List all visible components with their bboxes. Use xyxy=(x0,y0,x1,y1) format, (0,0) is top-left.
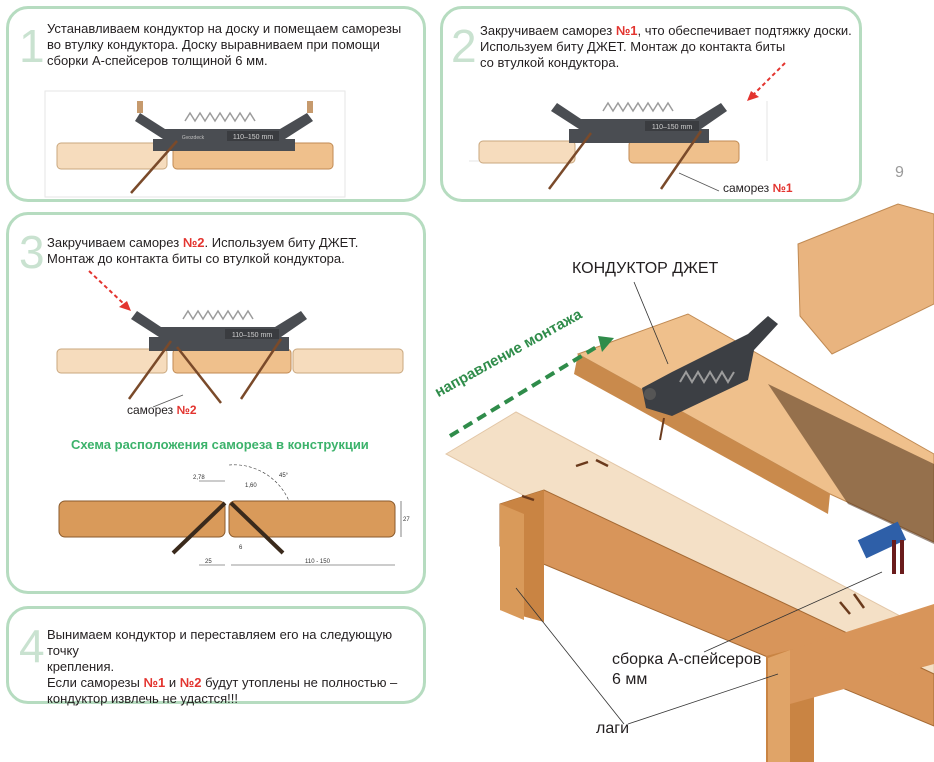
step-1-jig-brand: Gvozdeck xyxy=(182,135,205,141)
step-3-jig-label: 110–150 mm xyxy=(232,332,273,339)
dim-d1: 2,78 xyxy=(193,475,205,481)
step-1-line-2: во втулку кондуктора. Доску выравниваем … xyxy=(47,37,380,52)
step-1-jig-label: 110–150 mm xyxy=(233,134,274,141)
step-1-card: 1 Устанавливаем кондуктор на доску и пом… xyxy=(6,6,426,202)
step-1-line-3: сборки А-спейсеров толщиной 6 мм. xyxy=(47,53,268,68)
step-2-jig-illustration: 110–150 mm xyxy=(469,62,786,192)
step-3-jig-illustration: 110–150 mm xyxy=(56,270,404,408)
step-3-line-2: Монтаж до контакта биты со втулкой конду… xyxy=(47,251,345,266)
step-1-jig-illustration: 110–150 mm Gvozdeck xyxy=(44,90,346,198)
dim-d4: 25 xyxy=(205,559,212,565)
step-2-jig-label: 110–150 mm xyxy=(652,124,693,131)
dim-d5: 110 - 150 xyxy=(305,559,331,565)
joist-label: лаги xyxy=(596,720,630,737)
step-3-screw-label: саморез №2 xyxy=(127,403,197,417)
step-4-line-3: Если саморезы №1 и №2 будут утоплены не … xyxy=(47,675,398,690)
dim-d6: 27 xyxy=(403,517,410,523)
step-2-number: 2 xyxy=(451,20,477,72)
step-3-card: 3 Закручиваем саморез №2. Используем бит… xyxy=(6,212,426,594)
step-1-text: Устанавливаем кондуктор на доску и помещ… xyxy=(47,21,401,69)
installation-illustration xyxy=(444,203,934,762)
dim-angle: 45° xyxy=(279,473,289,479)
step-4-line-4: кондуктор извлечь не удастся!!! xyxy=(47,691,239,706)
dim-d3: 6 xyxy=(239,545,243,551)
step-3-line-1: Закручиваем саморез №2. Используем биту … xyxy=(47,235,359,250)
page-number: 9 xyxy=(895,164,904,181)
step-2-text: Закручиваем саморез №1, что обеспечивает… xyxy=(480,23,852,71)
step-2-card: 2 Закручиваем саморез №1, что обеспечива… xyxy=(440,6,862,202)
step-4-line-2: крепления. xyxy=(47,659,115,674)
spacer-label-line-2: 6 мм xyxy=(612,671,648,688)
step-4-number: 4 xyxy=(19,620,45,672)
step-4-text: Вынимаем кондуктор и переставляем его на… xyxy=(47,627,423,707)
step-2-line-2: Используем биту ДЖЕТ. Монтаж до контакта… xyxy=(480,39,786,54)
dim-d2: 1,60 xyxy=(245,483,257,489)
spacer-label-line-1: сборка А-спейсеров xyxy=(612,651,762,668)
spacer-label: сборка А-спейсеров 6 мм xyxy=(612,650,761,690)
step-4-card: 4 Вынимаем кондуктор и переставляем его … xyxy=(6,606,426,707)
step-1-line-1: Устанавливаем кондуктор на доску и помещ… xyxy=(47,21,402,36)
jig-title-label: КОНДУКТОР ДЖЕТ xyxy=(572,260,719,277)
step-2-screw-label: саморез №1 xyxy=(723,181,793,195)
step-2-line-3: со втулкой кондуктора. xyxy=(480,55,620,70)
step-3-text: Закручиваем саморез №2. Используем биту … xyxy=(47,235,358,267)
schema-title: Схема расположения самореза в конструкци… xyxy=(71,437,369,452)
step-4-line-1: Вынимаем кондуктор и переставляем его на… xyxy=(47,627,393,658)
screw-schema-diagram: 2,78 1,60 45° 27 6 25 110 - 150 xyxy=(58,464,410,566)
step-2-line-1: Закручиваем саморез №1, что обеспечивает… xyxy=(480,23,852,38)
step-3-number: 3 xyxy=(19,226,45,278)
step-1-number: 1 xyxy=(19,20,45,72)
